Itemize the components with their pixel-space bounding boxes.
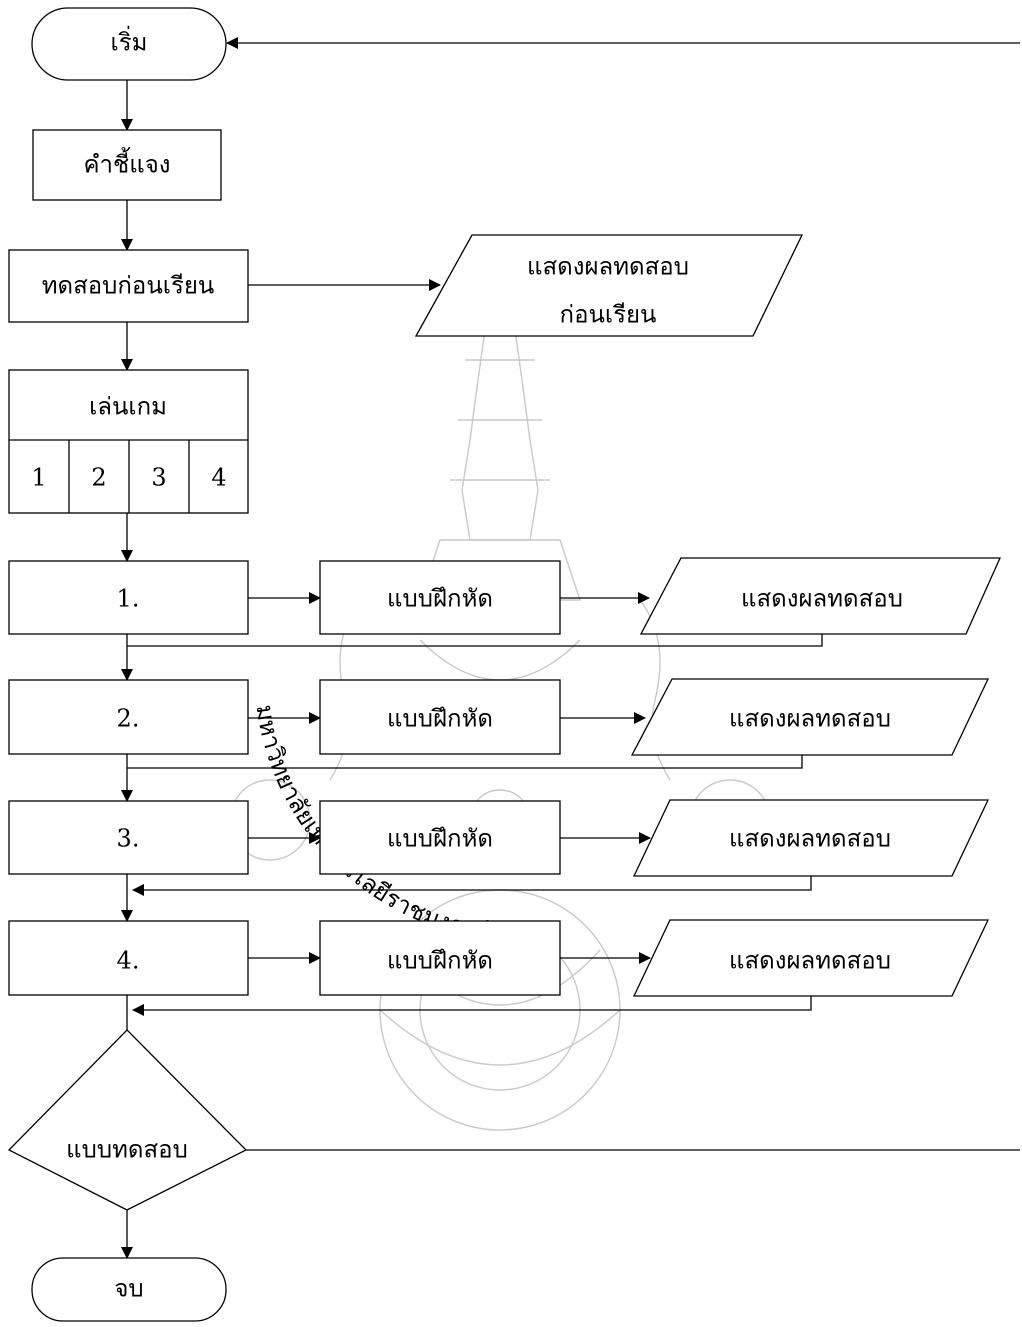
level-3-result-label: แสดงผลทดสอบ — [729, 825, 891, 853]
start-label: เริ่ม — [111, 26, 148, 57]
game-menu: เล่นเกม 1 2 3 4 — [8, 369, 249, 514]
connectors — [121, 37, 1020, 1259]
game-label: เล่นเกม — [89, 393, 167, 421]
level-1-result-label: แสดงผลทดสอบ — [741, 585, 903, 613]
level-2-row: 2. แบบฝึกหัด แสดงผลทดสอบ — [8, 678, 990, 756]
pretest-result-output: แสดงผลทดสอบ ก่อนเรียน — [414, 234, 804, 337]
test-label: แบบทดสอบ — [66, 1136, 188, 1164]
level-1-row: 1. แบบฝึกหัด แสดงผลทดสอบ — [8, 557, 1002, 635]
game-option-4: 4 — [211, 464, 226, 492]
level-4-result-label: แสดงผลทดสอบ — [729, 947, 891, 975]
level-3-row: 3. แบบฝึกหัด แสดงผลทดสอบ — [8, 799, 990, 877]
instructions-process: คำชี้แจง — [32, 129, 222, 201]
game-option-2: 2 — [91, 464, 106, 492]
level-4-exercise-label: แบบฝึกหัด — [387, 947, 493, 975]
pretest-result-line1: แสดงผลทดสอบ — [527, 253, 689, 281]
level-3-label: 3. — [117, 825, 140, 853]
pretest-result-line2: ก่อนเรียน — [560, 301, 657, 329]
instructions-label: คำชี้แจง — [83, 147, 170, 179]
level-2-exercise-label: แบบฝึกหัด — [387, 705, 493, 733]
start-terminal: เริ่ม — [31, 7, 227, 81]
level-1-label: 1. — [117, 585, 140, 613]
level-4-label: 4. — [117, 947, 140, 975]
level-1-exercise-label: แบบฝึกหัด — [387, 585, 493, 613]
level-3-exercise-label: แบบฝึกหัด — [387, 825, 493, 853]
level-2-result-label: แสดงผลทดสอบ — [729, 705, 891, 733]
game-option-1: 1 — [31, 464, 46, 492]
end-label: จบ — [114, 1275, 143, 1303]
test-decision: แบบทดสอบ — [7, 1029, 248, 1211]
pretest-process: ทดสอบก่อนเรียน — [8, 249, 249, 323]
level-4-row: 4. แบบฝึกหัด แสดงผลทดสอบ — [8, 919, 990, 997]
level-2-label: 2. — [117, 705, 140, 733]
game-option-3: 3 — [151, 464, 166, 492]
end-terminal: จบ — [31, 1257, 227, 1322]
pretest-label: ทดสอบก่อนเรียน — [42, 272, 215, 300]
